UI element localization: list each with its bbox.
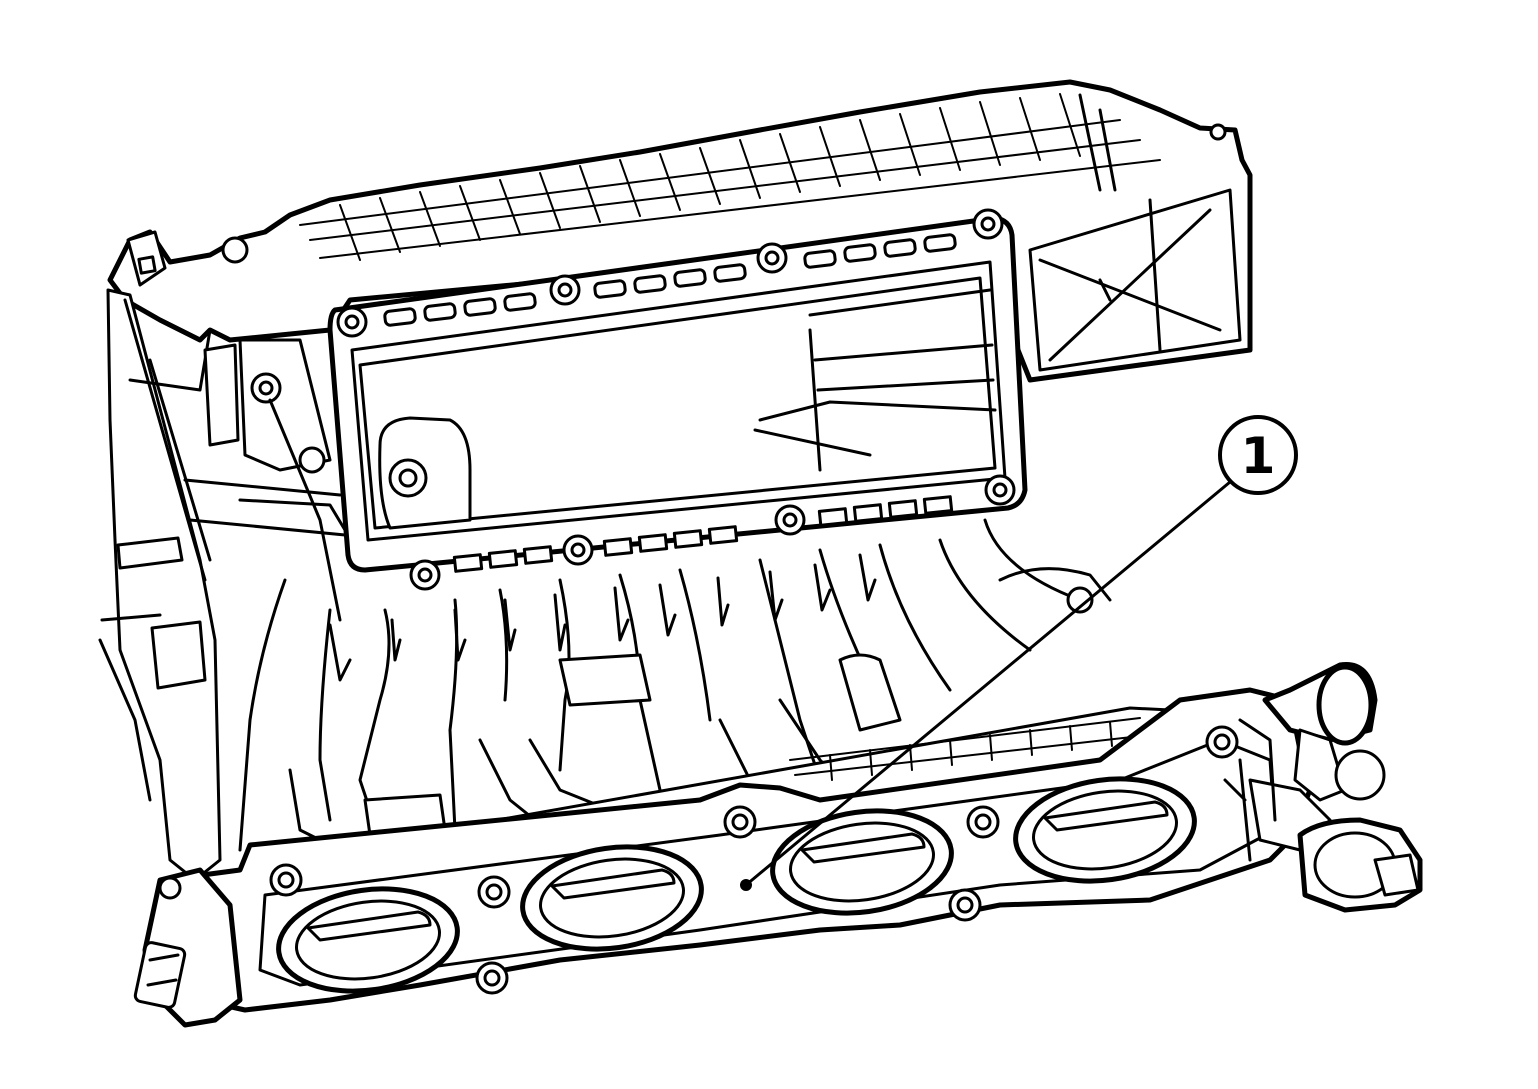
runner-ports: [276, 776, 1197, 994]
right-end-bracket: [1028, 123, 1242, 372]
gasket-bolt-holes: [269, 725, 1239, 995]
port-2: [520, 844, 704, 952]
flange-slots-bottom: [452, 495, 954, 573]
left-bracket: [98, 288, 347, 882]
callout-leader-line: [744, 480, 1232, 887]
upper-plenum: [107, 79, 1253, 383]
callout-bubble: [1218, 415, 1298, 495]
lower-manifold-rail: [162, 687, 1313, 1013]
port-1: [276, 886, 460, 994]
plenum-flange: [327, 208, 1028, 591]
flange-slots-top: [383, 233, 957, 327]
callout-number: 1: [1241, 427, 1276, 485]
port-4: [1013, 776, 1197, 884]
flange-bolt-holes: [336, 208, 1016, 591]
port-3: [770, 808, 954, 916]
right-end-throttle: [1223, 661, 1423, 913]
callout-1: 1: [744, 415, 1298, 887]
plenum-ribs: [299, 93, 1161, 261]
left-end-sensor: [133, 867, 243, 1028]
